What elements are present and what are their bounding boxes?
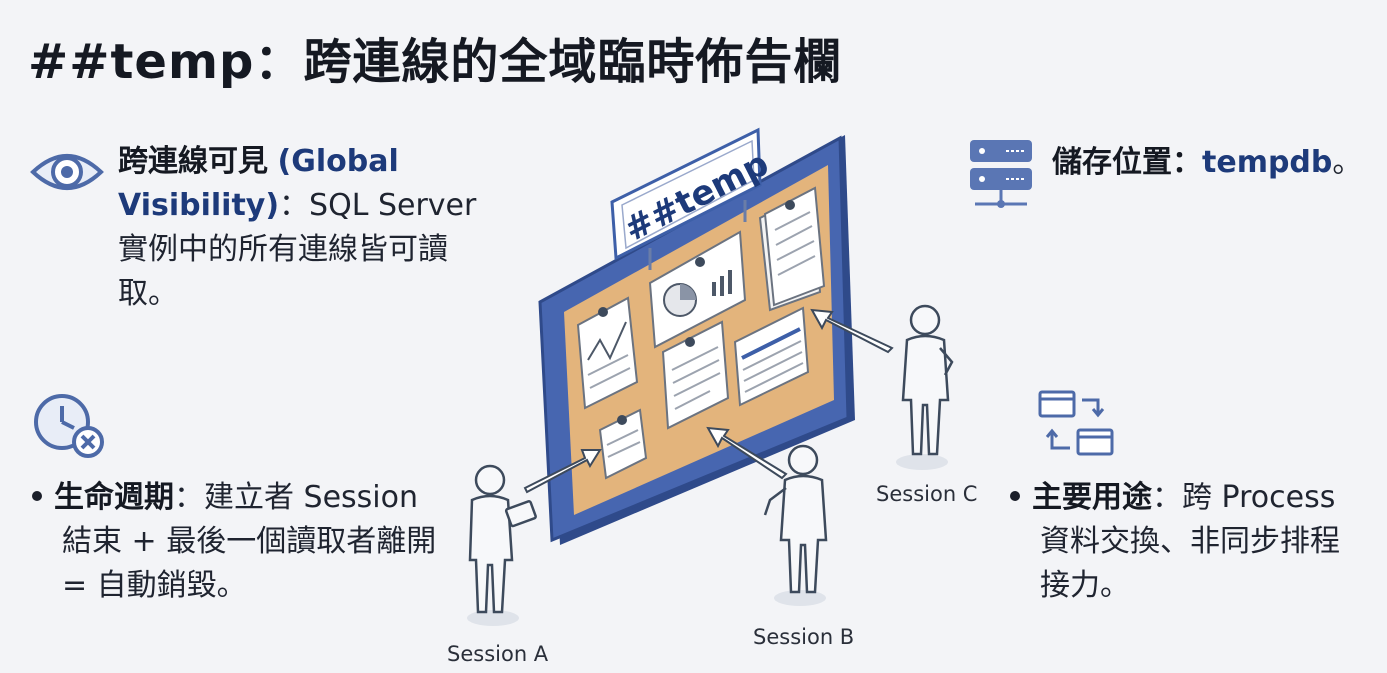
person-session-a xyxy=(467,464,537,626)
session-b-label: Session B xyxy=(753,625,855,649)
visibility-line3: 實例中的所有連線皆可讀 xyxy=(118,232,448,267)
bullet-dot xyxy=(32,491,42,501)
lifecycle-block: 生命週期：建立者 Session 結束 + 最後一個讀取者離開 = 自動銷毀。 xyxy=(30,476,450,608)
storage-block: 儲存位置：tempdb。 xyxy=(1052,141,1362,185)
visibility-heading: 跨連線可見 xyxy=(118,144,268,179)
clock-cancel-icon xyxy=(34,394,104,458)
eye-icon xyxy=(30,154,104,190)
paper-table xyxy=(733,306,810,407)
paper-note xyxy=(598,408,648,480)
storage-value: tempdb xyxy=(1202,145,1333,180)
lifecycle-line2: 結束 + 最後一個讀取者離開 xyxy=(62,524,437,559)
person-session-c xyxy=(896,304,954,470)
visibility-line2: Visibility)：SQL Server xyxy=(118,184,498,228)
lifecycle-line1-tail: ：建立者 Session xyxy=(174,480,418,515)
paper-line-chart xyxy=(576,296,639,410)
visibility-line1-tail: SQL Server xyxy=(309,188,477,223)
arrow-session-a xyxy=(523,449,602,494)
lifecycle-heading: 生命週期 xyxy=(54,480,174,515)
usage-line1: 主要用途：跨 Process xyxy=(1008,476,1378,520)
storage-tail: 。 xyxy=(1332,145,1363,180)
board-sign xyxy=(610,127,762,270)
session-c-label: Session C xyxy=(876,482,978,506)
paper-document xyxy=(661,320,730,430)
storage-label: 儲存位置： xyxy=(1052,145,1202,180)
visibility-block: 跨連線可見 (Global Visibility)：SQL Server 實例中… xyxy=(118,140,498,316)
usage-line2: 資料交換、非同步排程 xyxy=(1040,524,1340,559)
visibility-line1: 跨連線可見 (Global xyxy=(118,140,498,184)
page-title: ##temp：跨連線的全域臨時佈告欄 xyxy=(28,34,843,90)
paper-pie-chart xyxy=(648,230,747,349)
exchange-icon xyxy=(1038,390,1114,456)
usage-line3: 接力。 xyxy=(1040,568,1130,603)
visibility-colon: ： xyxy=(279,188,310,223)
arrow-session-b xyxy=(706,426,788,480)
visibility-english-part1: (Global xyxy=(277,144,399,179)
person-session-b xyxy=(763,444,828,606)
arrow-session-c xyxy=(810,308,894,354)
lifecycle-line3: = 自動銷毀。 xyxy=(62,568,247,603)
lifecycle-line1: 生命週期：建立者 Session xyxy=(30,476,450,520)
session-a-label: Session A xyxy=(447,642,549,666)
bullet-dot xyxy=(1010,491,1020,501)
usage-line1-tail: ：跨 Process xyxy=(1152,480,1336,515)
visibility-line4: 取。 xyxy=(118,276,178,311)
usage-block: 主要用途：跨 Process 資料交換、非同步排程 接力。 xyxy=(1008,476,1378,608)
visibility-english-part2: Visibility) xyxy=(118,188,280,223)
server-icon xyxy=(970,140,1032,208)
usage-heading: 主要用途 xyxy=(1032,480,1152,515)
paper-stack xyxy=(758,186,826,312)
